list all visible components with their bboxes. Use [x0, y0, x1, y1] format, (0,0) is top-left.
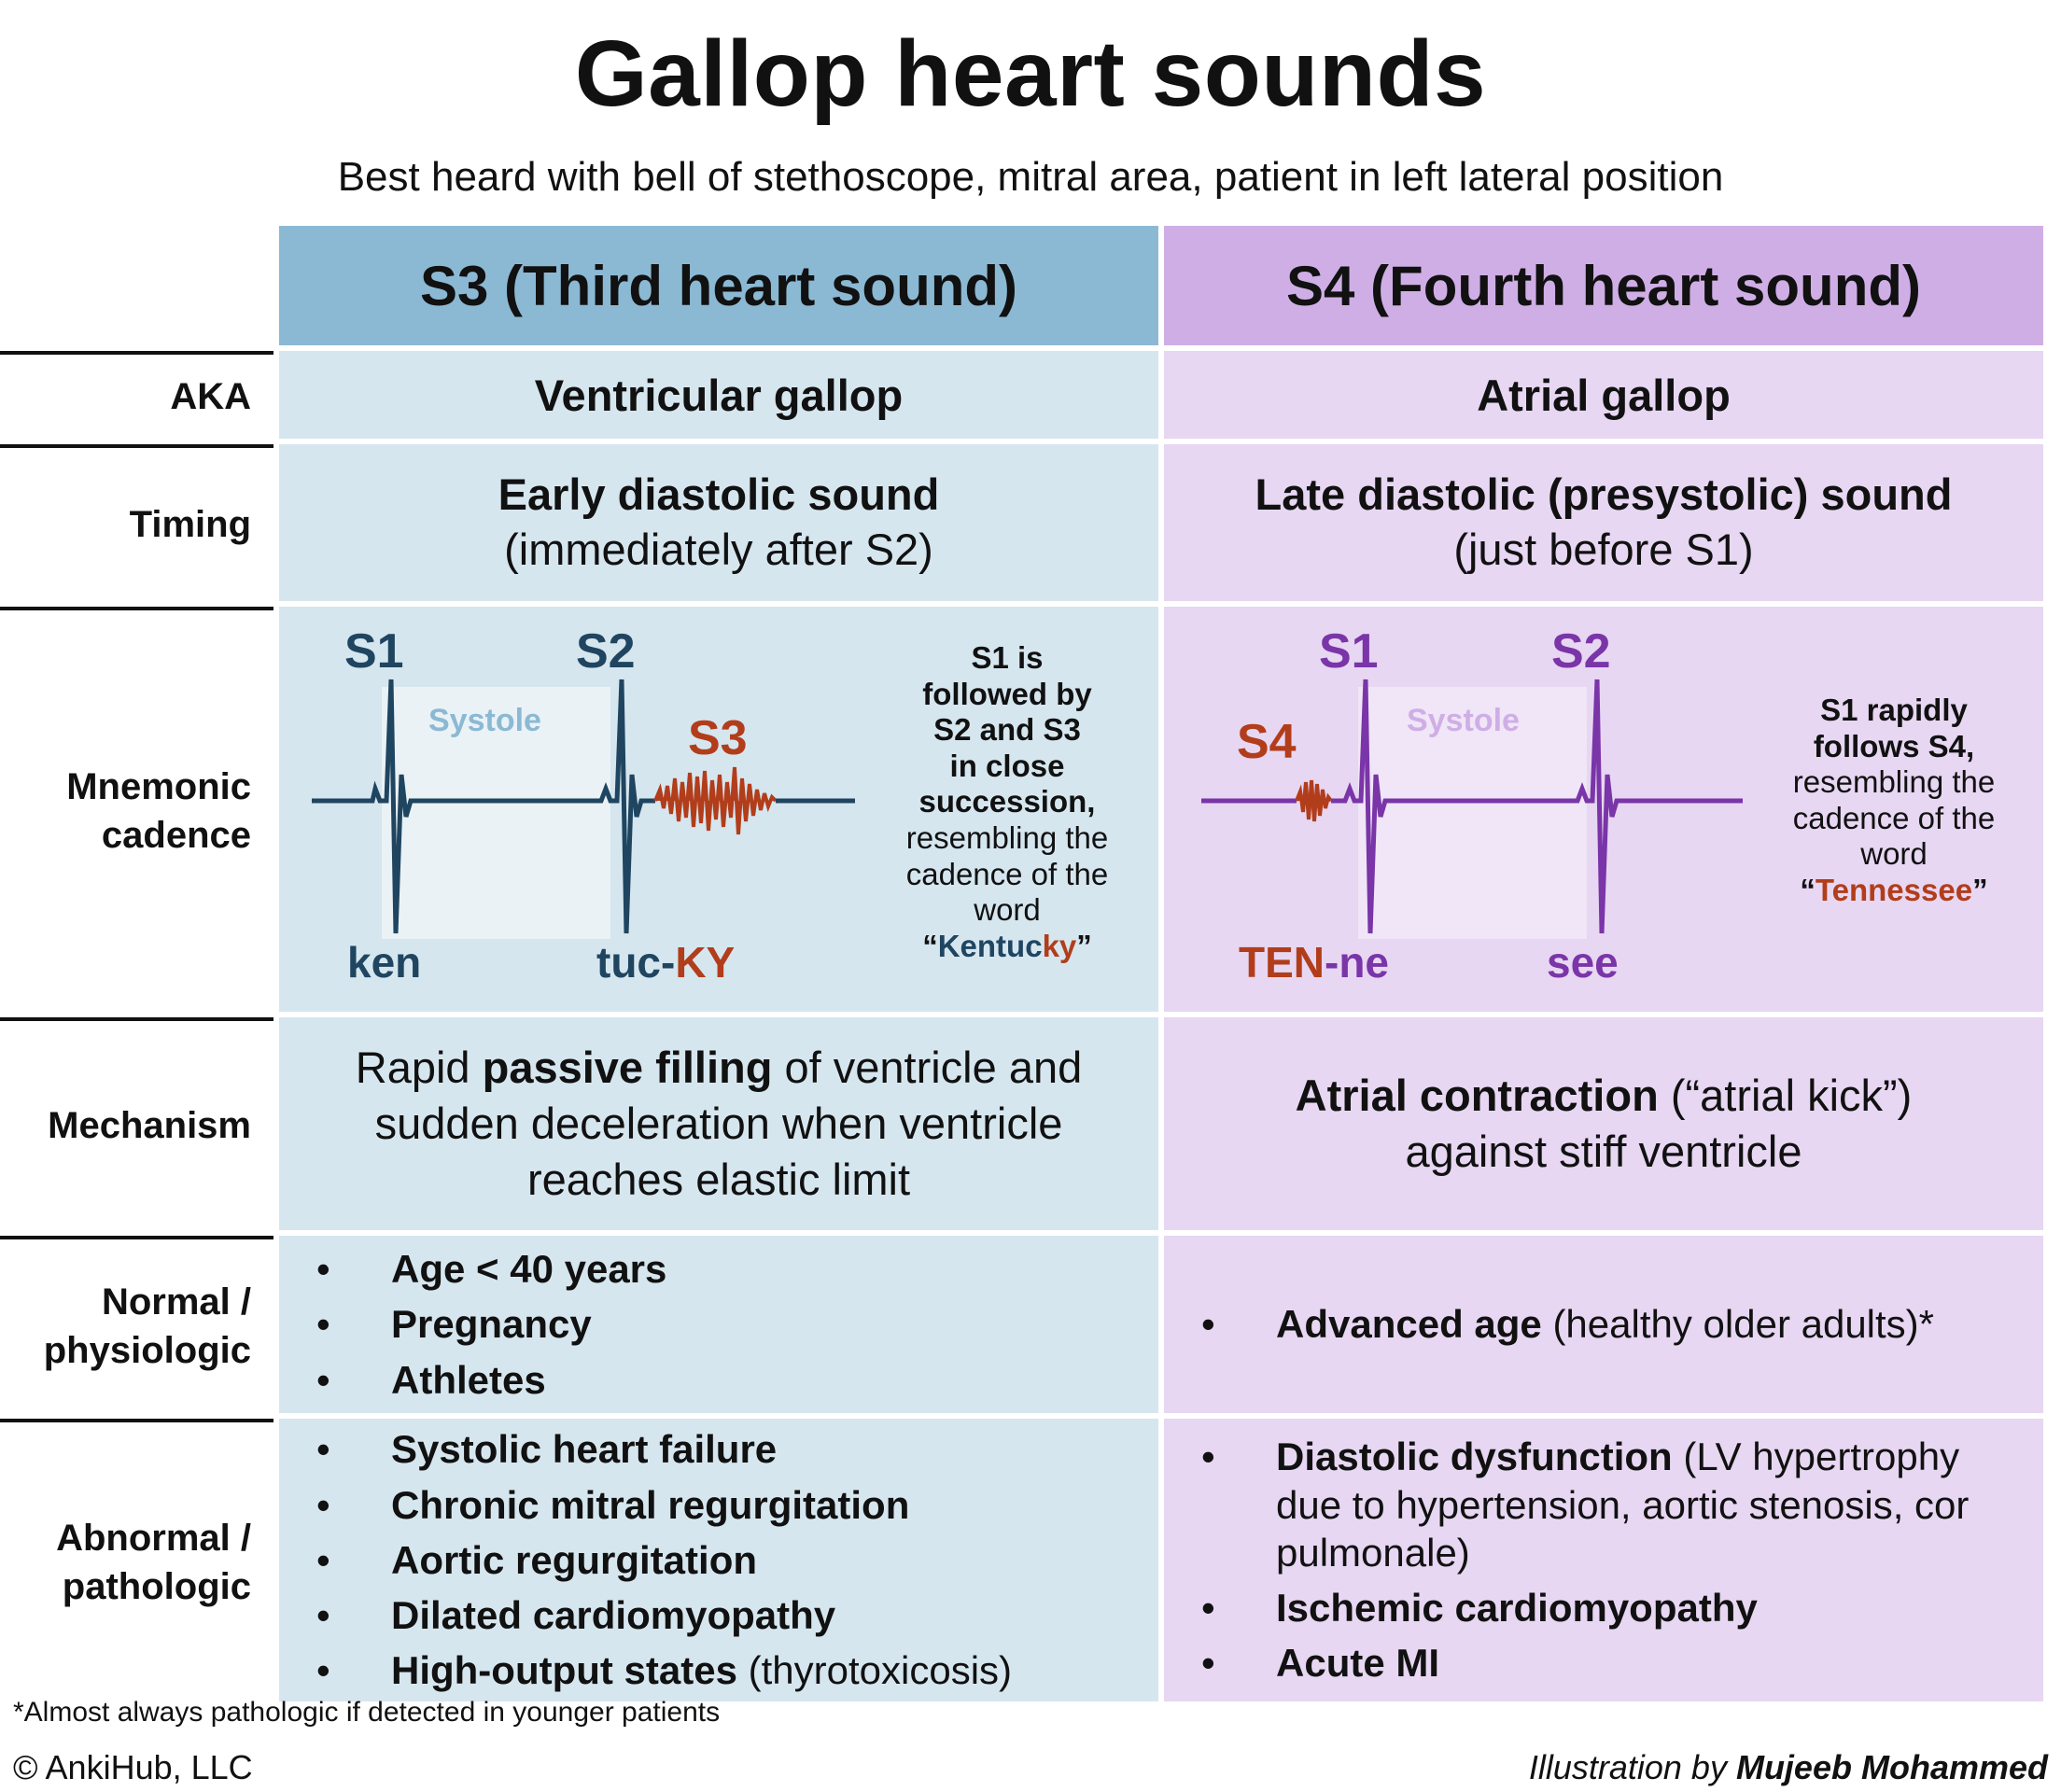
list-item: •Age < 40 years — [316, 1247, 667, 1292]
footnote: *Almost always pathologic if detected in… — [13, 1697, 721, 1728]
s4-header-text: S4 (Fourth heart sound) — [1286, 254, 1921, 317]
s4-abnormal-cell: •Diastolic dysfunction (LV hypertrophy d… — [1164, 1419, 2043, 1701]
s3-mechanism-text: Rapid passive filling of ventricle and s… — [355, 1042, 1083, 1205]
s4-normal-cell: •Advanced age (healthy older adults)* — [1164, 1236, 2043, 1413]
s3-column-header: S3 (Third heart sound) — [279, 226, 1158, 345]
s3-waveform — [312, 679, 655, 934]
copyright: © AnkiHub, LLC — [13, 1748, 253, 1786]
systole-label: Systole — [428, 703, 541, 738]
list-item: •Pregnancy — [316, 1302, 592, 1347]
s4-syllable-see: see — [1547, 938, 1619, 987]
s4-column-header: S4 (Fourth heart sound) — [1164, 226, 2043, 345]
s3-syllable-tucky: tuc-KY — [596, 938, 735, 987]
row-label-text: AKA — [170, 376, 251, 417]
row-label-text: Timing — [129, 504, 251, 545]
s3-aka-text: Ventricular gallop — [534, 370, 904, 420]
s4-timing-sub: (just before S1) — [1453, 525, 1754, 574]
s3-diagram-s1-label: S1 — [344, 624, 404, 679]
systole-label: Systole — [1407, 703, 1520, 738]
s3-header-text: S3 (Third heart sound) — [419, 254, 1018, 317]
row-label-mnemonic: Mnemonic cadence — [0, 607, 273, 1012]
row-label-text: Mnemonic — [66, 766, 251, 807]
s4-mechanism-cell: Atrial contraction (“atrial kick”) again… — [1164, 1017, 2043, 1230]
list-item: •Systolic heart failure — [316, 1427, 778, 1472]
list-item: •Athletes — [316, 1357, 546, 1402]
s3-syllable-ken: ken — [347, 938, 421, 987]
s4-waveform — [1331, 679, 1743, 934]
row-label-text: Normal / — [101, 1281, 251, 1323]
s3-mnemonic-note: S1 is followed by S2 and S3 in close suc… — [886, 640, 1129, 964]
page-subtitle: Best heard with bell of stethoscope, mit… — [337, 154, 1724, 200]
s4-timing-cell: Late diastolic (presystolic) sound (just… — [1164, 444, 2043, 601]
list-item: •Dilated cardiomyopathy — [316, 1593, 836, 1638]
s3-timing-sub: (immediately after S2) — [504, 525, 933, 574]
list-item: •Advanced age (healthy older adults)* — [1201, 1302, 1935, 1347]
s4-syllable-tenne: TEN-ne — [1239, 938, 1389, 987]
s3-diagram-s2-label: S2 — [576, 624, 636, 679]
row-label-text: Mechanism — [48, 1105, 251, 1146]
row-label-timing: Timing — [0, 444, 273, 601]
row-label-aka: AKA — [0, 351, 273, 439]
s4-diagram-s4-label: S4 — [1237, 715, 1297, 769]
s3-mnemonic-word: “Kentucky” — [922, 928, 1092, 963]
s4-aka-text: Atrial gallop — [1477, 370, 1731, 420]
row-label-abnormal: Abnormal / pathologic — [0, 1419, 273, 1701]
s3-cadence-diagram: Systole S1 S2 S3 ken tuc-KY — [312, 624, 855, 987]
s4-diagram-s2-label: S2 — [1551, 624, 1611, 679]
list-item: •Acute MI — [1201, 1641, 1440, 1686]
row-label-text: pathologic — [62, 1565, 251, 1607]
list-item: •Aortic regurgitation — [316, 1537, 758, 1582]
list-item: •High-output states (thyrotoxicosis) — [316, 1648, 1013, 1693]
s3-timing-main: Early diastolic sound — [498, 469, 940, 520]
s4-mnemonic-word: “Tennessee” — [1800, 873, 1988, 908]
s3-mnemonic-cell: Systole S1 S2 S3 ken tuc-KY S1 is follow… — [279, 607, 1158, 1012]
list-item: •Diastolic dysfunction (LV hypertrophy d… — [1201, 1435, 1970, 1575]
s4-timing-main: Late diastolic (presystolic) sound — [1255, 469, 1953, 520]
s4-mnemonic-cell: Systole S1 S2 S4 TEN-ne see S1 rapidly f… — [1164, 607, 2043, 1012]
row-label-normal: Normal / physiologic — [0, 1236, 273, 1413]
systole-region — [1358, 687, 1587, 939]
list-item: •Chronic mitral regurgitation — [316, 1482, 910, 1527]
systole-region — [382, 687, 610, 939]
s3-diagram-s3-label: S3 — [688, 711, 748, 765]
s3-timing-cell: Early diastolic sound (immediately after… — [279, 444, 1158, 601]
s3-abnormal-cell: •Systolic heart failure •Chronic mitral … — [279, 1419, 1158, 1701]
s4-aka-cell: Atrial gallop — [1164, 351, 2043, 439]
list-item: •Ischemic cardiomyopathy — [1201, 1586, 1758, 1631]
s4-mnemonic-note: S1 rapidly follows S4, resembling the ca… — [1773, 693, 2015, 909]
row-label-text: physiologic — [43, 1330, 251, 1371]
illustration-credit: Illustration by Mujeeb Mohammed — [1528, 1748, 2048, 1786]
s4-cadence-diagram: Systole S1 S2 S4 TEN-ne see — [1201, 624, 1743, 987]
s4-sound-burst — [1295, 779, 1333, 822]
s3-sound-burst — [653, 766, 778, 835]
corner-cell — [0, 226, 273, 345]
row-label-text: Abnormal / — [56, 1517, 251, 1559]
comparison-table: S3 (Third heart sound) S4 (Fourth heart … — [0, 226, 2061, 1701]
s3-aka-cell: Ventricular gallop — [279, 351, 1158, 439]
s4-mechanism-text: Atrial contraction (“atrial kick”) again… — [1295, 1070, 1913, 1176]
row-label-mechanism: Mechanism — [0, 1017, 273, 1230]
s4-diagram-s1-label: S1 — [1319, 624, 1379, 679]
s3-normal-cell: •Age < 40 years •Pregnancy •Athletes — [279, 1236, 1158, 1413]
page-title: Gallop heart sounds — [574, 21, 1487, 126]
s3-mechanism-cell: Rapid passive filling of ventricle and s… — [279, 1017, 1158, 1230]
row-label-text: cadence — [101, 815, 251, 856]
